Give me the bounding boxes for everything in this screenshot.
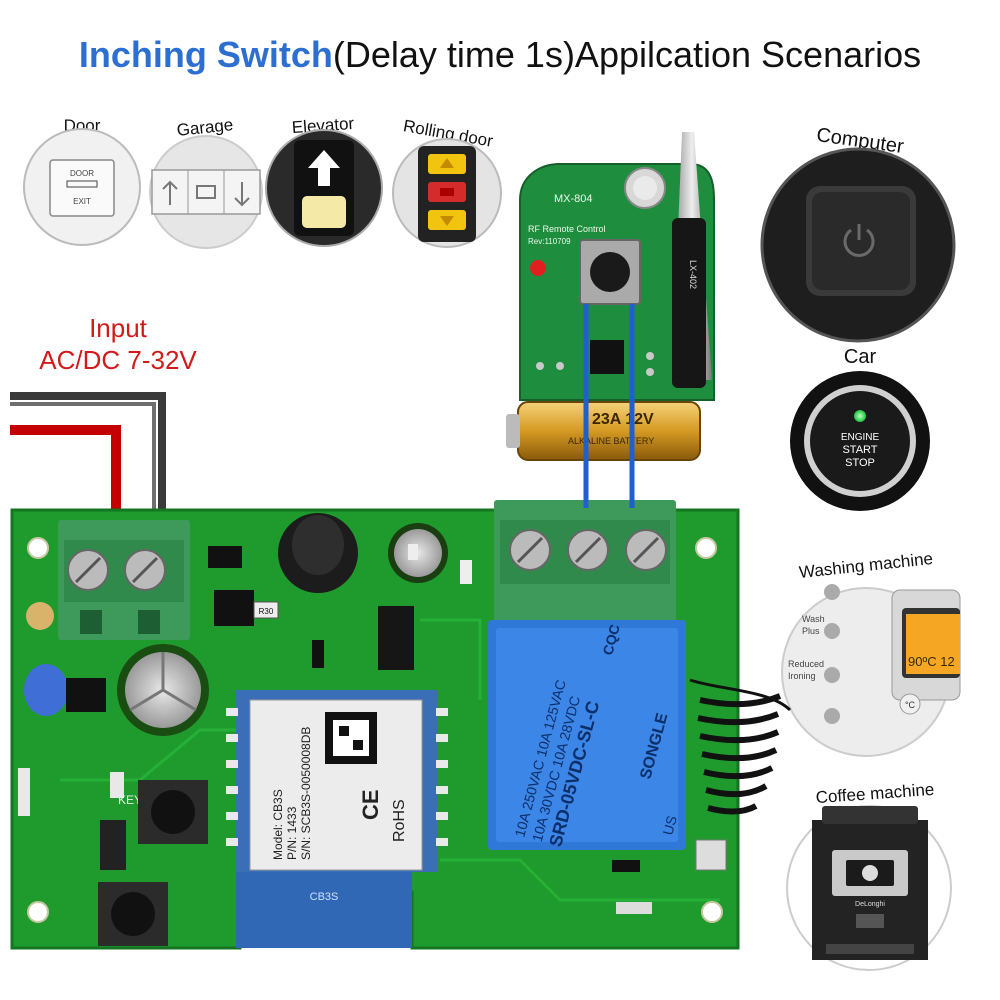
relay-mark2: US [659, 814, 679, 837]
door-sign-top: DOOR [70, 169, 94, 178]
input-label: Input AC/DC 7-32V [18, 312, 218, 376]
garage-icon [149, 135, 263, 249]
input-wires [10, 392, 166, 540]
coffee-machine-icon: DeLonghi [786, 805, 952, 971]
car-button-line1: ENGINE [841, 432, 880, 443]
washer-item1: Wash [802, 614, 825, 624]
remote-antenna-label: LX-402 [688, 260, 698, 289]
page-title: Inching Switch(Delay time 1s)Appilcation… [0, 34, 1000, 76]
input-label-line2: AC/DC 7-32V [39, 345, 197, 375]
remote-label: RF Remote Control [528, 224, 606, 234]
washer-display: 90ºC 12 [908, 654, 955, 669]
relay-mark1: CQC [599, 623, 623, 657]
car-start-button-icon: ENGINE START STOP [790, 371, 930, 511]
relay-board: R30 KEY Model: CB3S P/N: 1433 S/N: SCB3S… [10, 500, 792, 950]
smd-label: R30 [259, 607, 274, 616]
module-ce: CE [358, 789, 383, 820]
door-sign-bottom: EXIT [73, 197, 91, 206]
computer-power-button-icon [760, 147, 956, 343]
car-button-line2: START [842, 444, 877, 456]
module-model: Model: CB3S [271, 789, 285, 860]
elevator-icon [265, 129, 383, 247]
label-car: Car [843, 346, 877, 368]
module-sn: S/N: SCB3S-0050008DB [299, 727, 313, 860]
remote-model: MX-804 [554, 193, 593, 205]
rolling-door-icon [392, 138, 502, 248]
door-icon: DOOR EXIT [23, 128, 141, 246]
coffee-brand: DeLonghi [855, 901, 885, 908]
key-label: KEY [118, 793, 142, 807]
module-rohs: RoHS [391, 799, 408, 842]
coil-antenna [689, 678, 792, 815]
remote-rev: Rev:110709 [528, 237, 571, 246]
input-label-line1: Input [89, 313, 147, 343]
washing-machine-icon: Wash Plus Reduced Ironing 90ºC 12 °C [781, 584, 961, 757]
title-rest: (Delay time 1s)Appilcation Scenarios [332, 34, 922, 75]
washer-temp: °C [905, 700, 916, 710]
car-button-line3: STOP [845, 457, 875, 469]
battery-label: 23A 12V [592, 411, 654, 428]
battery-brand: ALKALINE BATTERY [568, 436, 654, 446]
module-pn: P/N: 1433 [285, 806, 299, 860]
module-name: CB3S [310, 891, 339, 903]
washer-item2: Plus [802, 626, 820, 636]
title-highlight: Inching Switch [78, 34, 333, 75]
rf-remote-board: MX-804 RF Remote Control Rev:110709 LX-4… [506, 132, 715, 508]
washer-item3: Reduced [788, 659, 824, 669]
washer-item4: Ironing [788, 671, 816, 681]
